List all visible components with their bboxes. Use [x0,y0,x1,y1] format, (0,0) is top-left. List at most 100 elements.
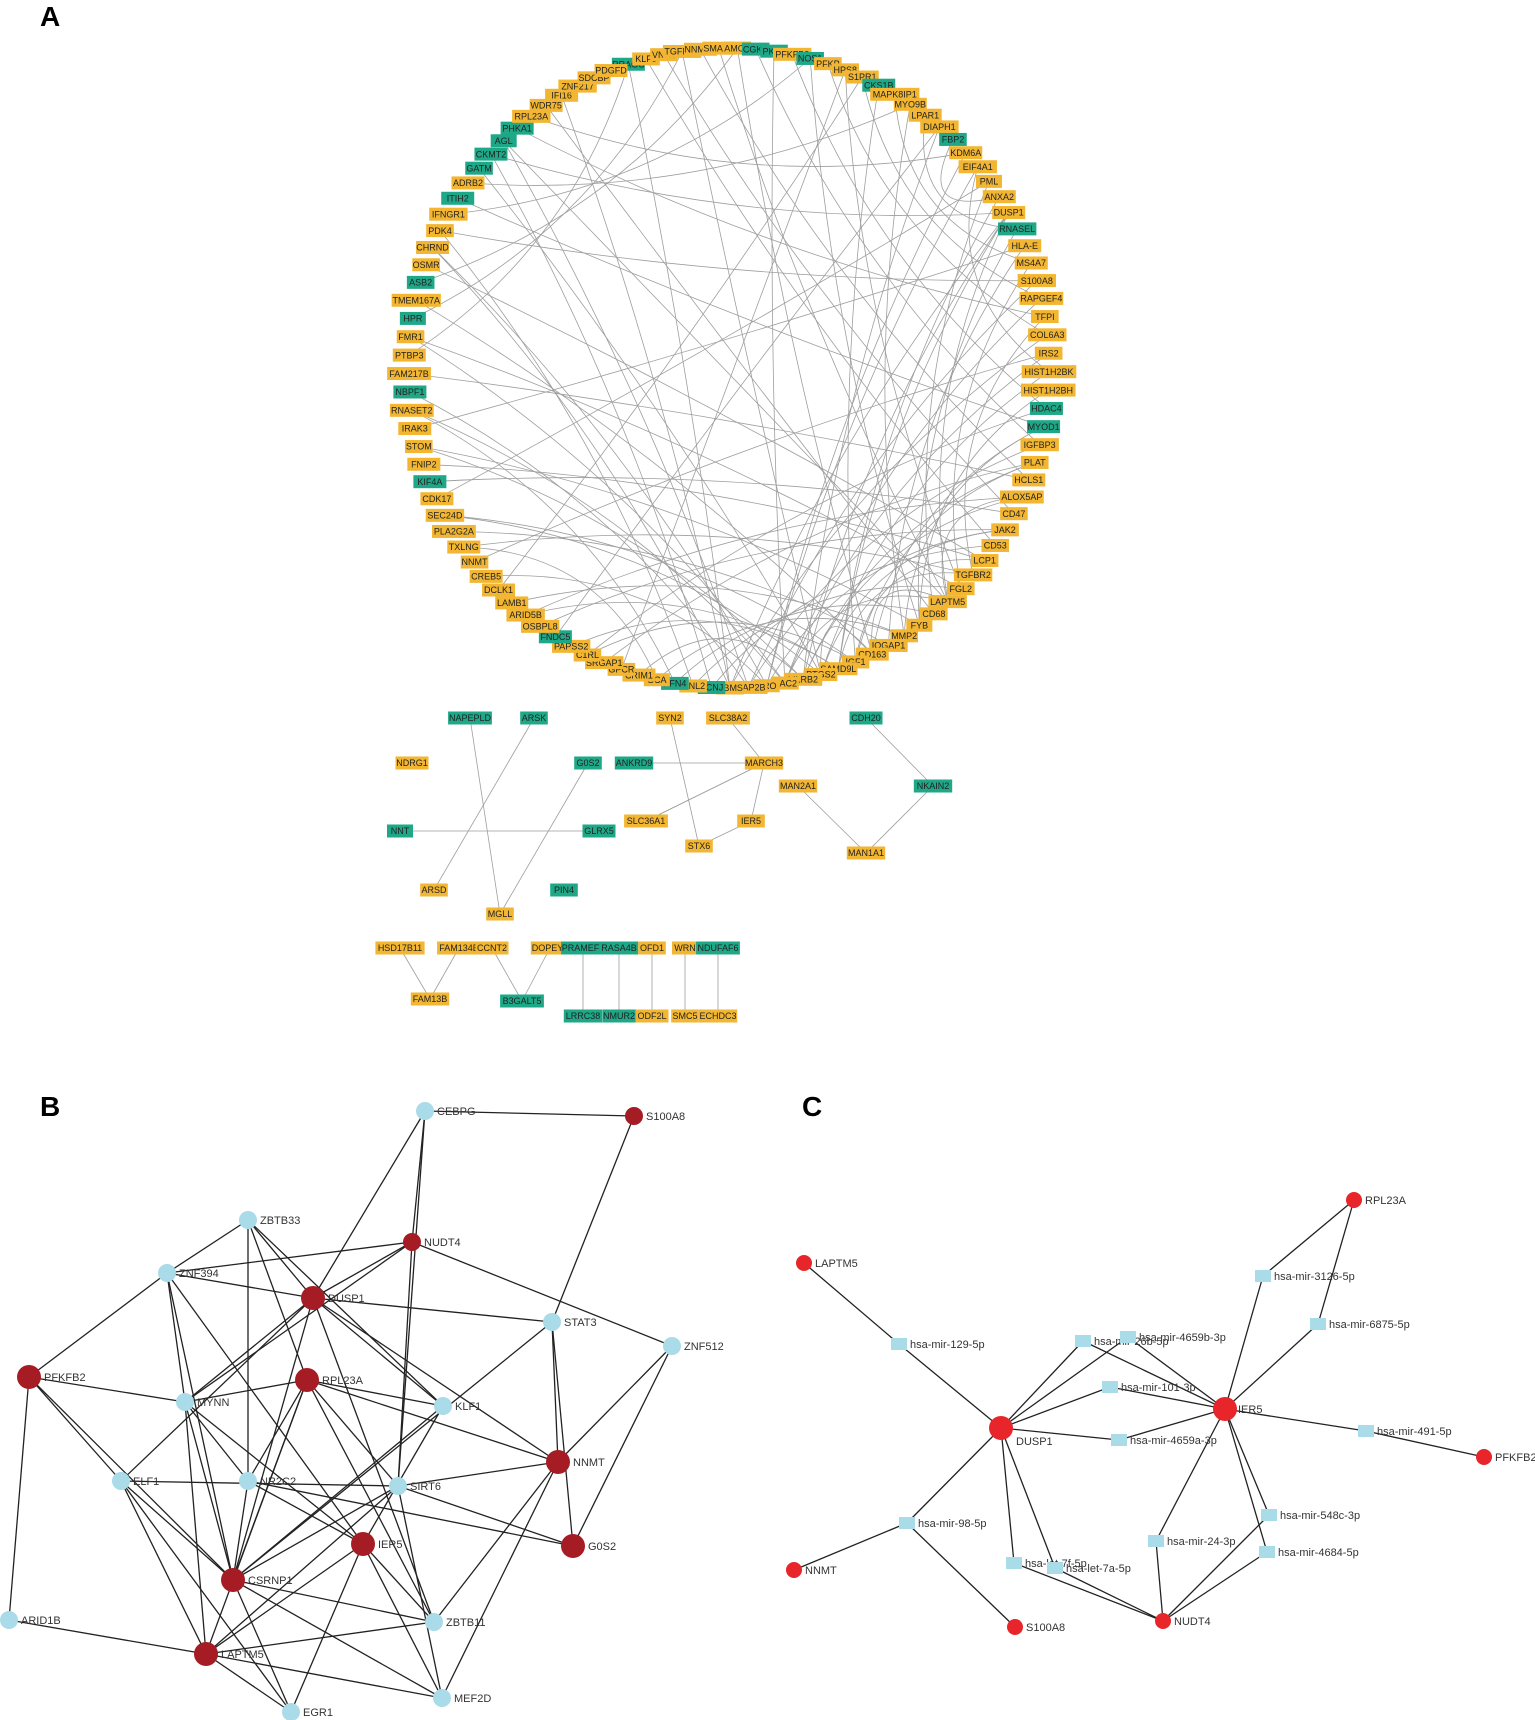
panel-b-node-marker [351,1532,375,1556]
panel-c-gene-marker [786,1562,802,1578]
panel-c-edge [1224,1408,1268,1553]
panel-a-ring-node: RPL23A [512,109,551,123]
panel-a-edge [894,94,1032,264]
panel-a-ring-node-label: ALOX5AP [1001,492,1042,502]
panel-a-subnetwork-node: CDH20 [849,711,883,725]
panel-a-subnetwork-node-label: MAN1A1 [848,848,884,858]
panel-a-ring-node-label: PFKFB2 [775,50,809,60]
panel-b-node-cebpg: CEBPG [416,1102,476,1120]
panel-a-ring-node-box [500,121,534,135]
panel-a-ring-node-label: GCA [647,675,667,685]
panel-a-ring-node: ASB2 [406,275,435,289]
panel-b-node-nudt4: NUDT4 [403,1233,461,1251]
panel-b-edge [166,1219,249,1274]
panel-letter-c: C [802,1091,822,1122]
panel-a-ring-node-label: TGFBR2 [955,570,991,580]
panel-a-subnetwork-node-label: NDUFAF6 [697,943,738,953]
panel-c-mirna-label: hsa-mir-101-3p [1121,1382,1196,1394]
panel-a-subnetwork-node-box [737,814,765,828]
panel-a-ring-node-label: DIAPH1 [923,122,956,132]
panel-a-ring-node-box [920,120,959,134]
panel-c-edge [793,1522,908,1571]
panel-a-ring-node-label: IRS2 [1039,348,1059,358]
panel-c-mirna-node: hsa-mir-101-3p [1102,1381,1196,1394]
panel-a-ring-node-box [406,275,435,289]
panel-a-edge [457,197,1044,428]
panel-a-ring-node-box [469,569,503,583]
panel-a-edge [525,601,839,670]
panel-c-gene-label: RPL23A [1365,1195,1407,1207]
panel-a-edge [439,230,694,687]
panel-b-edge [362,1543,443,1699]
panel-letter-b: B [40,1091,60,1122]
panel-b-node-mef2d: MEF2D [433,1689,491,1707]
panel-a-subnetwork-node: RASA4B [599,941,639,955]
panel-b-edge [166,1272,186,1403]
panel-a-subnetwork-node-label: NDRG1 [396,758,428,768]
panel-a-edge [847,85,880,662]
panel-c-gene-marker [989,1416,1013,1440]
panel-c-edge [1155,1540,1164,1622]
panel-a-ring-node-label: HIST1H2BH [1023,385,1073,395]
panel-a-subnetwork-node-label: ODF2L [637,1011,666,1021]
panel-b-edge [184,1401,364,1545]
panel-a-subnetwork-node-box [561,941,605,955]
panel-a-ring-node-label: LCP1 [973,556,996,566]
panel-b-edge [551,1321,574,1547]
panel-a-ring-node-box [538,630,572,644]
panel-a-ring-node-label: NBPF1 [395,387,424,397]
panel-a-subnetwork-edge [429,947,460,1000]
panel-a-edge [871,589,948,655]
panel-a-ring-node: CDK17 [420,492,454,506]
panel-b-node-mynn: MYNN [176,1393,229,1411]
panel-b-node-label: NUDT4 [424,1237,461,1249]
panel-a-ring-node-label: HLA-E [1011,241,1038,251]
panel-b-node-marker [112,1472,130,1490]
panel-a-edge [587,621,856,663]
panel-c-mirna-label: hsa-mir-4659a-3p [1130,1435,1217,1447]
panel-a-nodes: RRAGCKLF9VNN1TGFBR3NNMC4SMAD1AMOTCGKBPKP… [387,41,1077,695]
panel-b-node-label: S100A8 [646,1111,685,1123]
panel-a-ring-node-box [393,385,427,399]
panel-c-mirna-marker [1102,1381,1118,1393]
panel-b-node-marker [625,1107,643,1125]
panel-a-ring-node-box [413,475,447,489]
panel-a-ring-node-box [512,109,551,123]
panel-a-subnetwork-node: ANKRD9 [614,756,654,770]
panel-b-edge [362,1405,444,1545]
panel-a-subnetwork-edge [433,717,535,891]
panel-a-ring-node-box [1008,239,1042,253]
panel-b-edge [184,1401,207,1655]
panel-a-ring-node-box [490,134,517,148]
panel-a-ring-node: PLAT [1020,455,1049,469]
panel-c-mirna-marker [1261,1509,1277,1521]
panel-a-subnetwork-node: STX6 [685,839,713,853]
panel-a-ring-node: LCP1 [970,554,999,568]
panel-a-subnetwork-node-label: LRRC38 [566,1011,601,1021]
panel-c-gene-node-ier5: IER5 [1213,1397,1262,1421]
panel-a-subnetwork-node-label: STX6 [688,841,711,851]
panel-a-edge [771,51,786,684]
panel-a-ring-node: IRS2 [1034,346,1063,360]
panel-b-edge [205,1485,399,1655]
panel-c-gene-node-dusp1: DUSP1 [989,1416,1053,1448]
panel-a-subnetwork-node-label: CDH20 [851,713,881,723]
panel-b-edge [551,1115,635,1323]
panel-c-mirna-node: hsa-mir-6875-5p [1310,1318,1410,1331]
panel-a-ring-node: MYO9B [893,97,927,111]
panel-a-subnetwork-node-label: CCNT2 [477,943,507,953]
panel-a-ring-node-label: FAM217B [389,369,429,379]
panel-a-ring-node-label: TFPI [1035,312,1055,322]
panel-b-edge [120,1480,292,1713]
panel-a-edge [414,245,1025,429]
panel-a-ring-node-box [992,206,1026,220]
panel-b-edge [28,1272,168,1378]
panel-a-ring-node-label: KCNJ [700,683,724,693]
panel-a-ring-node-label: LAMB1 [497,598,527,608]
panel-b-node-marker [282,1703,300,1720]
panel-c-gene-label: IER5 [1238,1404,1262,1416]
panel-a-edge [463,534,974,576]
panel-a-subnetwork-node-box [437,941,481,955]
panel-a-subnetwork-node-box [420,883,448,897]
